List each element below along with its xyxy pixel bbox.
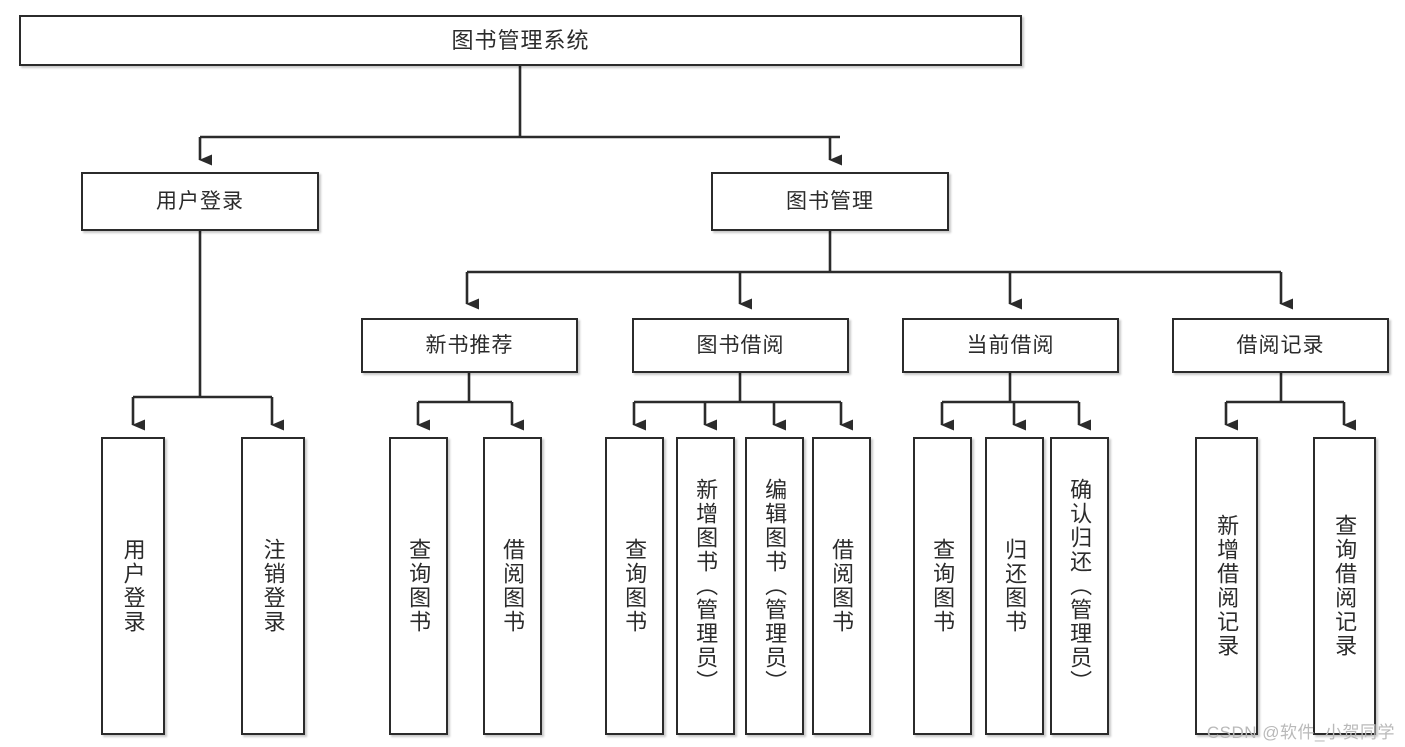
node-root[interactable]: 图书管理系统	[19, 15, 1022, 66]
node-current-borrow-label: 当前借阅	[966, 334, 1055, 357]
leaf-query-book-1[interactable]: 查询图书	[389, 437, 448, 735]
leaf-return-book[interactable]: 归还图书	[985, 437, 1044, 735]
node-book-borrow-label: 图书借阅	[696, 334, 785, 357]
leaf-logout[interactable]: 注销登录	[241, 437, 305, 735]
leaf-add-borrow-record-label: 新增借阅记录	[1214, 514, 1240, 658]
leaf-user-login[interactable]: 用户登录	[101, 437, 165, 735]
node-book-manage[interactable]: 图书管理	[711, 172, 949, 231]
leaf-edit-book-admin[interactable]: 编辑图书（管理员）	[745, 437, 804, 735]
leaf-add-book-admin[interactable]: 新增图书（管理员）	[676, 437, 735, 735]
leaf-borrow-book-2-label: 借阅图书	[829, 538, 855, 634]
leaf-query-borrow-record-label: 查询借阅记录	[1332, 514, 1358, 658]
node-new-book-rec-label: 新书推荐	[425, 334, 514, 357]
leaf-return-book-label: 归还图书	[1002, 538, 1028, 634]
leaf-confirm-return-admin-label: 确认归还（管理员）	[1067, 478, 1093, 694]
node-book-manage-label: 图书管理	[786, 190, 874, 213]
node-book-borrow[interactable]: 图书借阅	[632, 318, 849, 373]
leaf-confirm-return-admin[interactable]: 确认归还（管理员）	[1050, 437, 1109, 735]
leaf-logout-label: 注销登录	[260, 538, 286, 634]
leaf-add-borrow-record[interactable]: 新增借阅记录	[1195, 437, 1258, 735]
leaf-add-book-admin-label: 新增图书（管理员）	[693, 478, 719, 694]
leaf-user-login-label: 用户登录	[120, 538, 146, 634]
leaf-query-book-3[interactable]: 查询图书	[913, 437, 972, 735]
leaf-borrow-book-1[interactable]: 借阅图书	[483, 437, 542, 735]
node-root-label: 图书管理系统	[451, 27, 590, 53]
leaf-borrow-book-1-label: 借阅图书	[500, 538, 526, 634]
leaf-edit-book-admin-label: 编辑图书（管理员）	[762, 478, 788, 694]
node-current-borrow[interactable]: 当前借阅	[902, 318, 1119, 373]
leaf-borrow-book-2[interactable]: 借阅图书	[812, 437, 871, 735]
node-new-book-rec[interactable]: 新书推荐	[361, 318, 578, 373]
leaf-query-book-1-label: 查询图书	[406, 538, 432, 634]
node-borrow-record[interactable]: 借阅记录	[1172, 318, 1389, 373]
node-user-login-label: 用户登录	[156, 190, 244, 213]
leaf-query-book-3-label: 查询图书	[930, 538, 956, 634]
leaf-query-book-2[interactable]: 查询图书	[605, 437, 664, 735]
leaf-query-borrow-record[interactable]: 查询借阅记录	[1313, 437, 1376, 735]
leaf-query-book-2-label: 查询图书	[622, 538, 648, 634]
node-borrow-record-label: 借阅记录	[1236, 334, 1325, 357]
node-user-login[interactable]: 用户登录	[81, 172, 319, 231]
